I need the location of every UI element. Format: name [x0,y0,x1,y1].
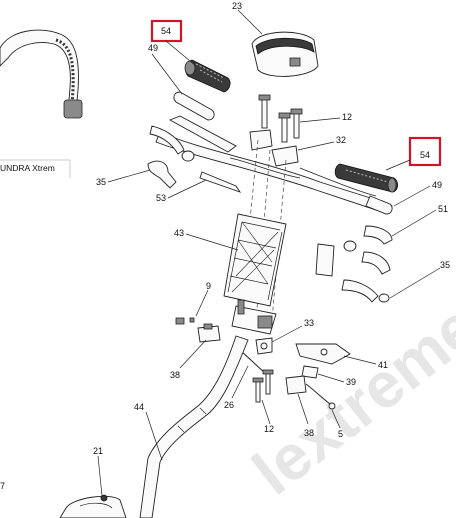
handle-loop-part [0,29,83,119]
cover-part-23 [251,31,319,77]
left-bar-end-49 [173,91,215,121]
bracket-33 [255,337,273,355]
switch-38-left [197,323,221,343]
callout-49-right: 49 [432,180,442,190]
callout-12-top: 12 [342,112,352,122]
callout-53: 53 [156,193,166,203]
part-39 [301,365,319,379]
callout-7: 7 [0,481,5,491]
bar-end-51 [363,225,393,245]
callout-9: 9 [206,281,211,291]
callout-54-right: 54 [420,150,430,160]
pad-43 [223,213,287,307]
bolt-9 [175,317,195,325]
callout-21: 21 [93,446,103,456]
bolts-lower [252,369,274,403]
callout-49-top: 49 [148,43,158,53]
plate-41 [295,343,351,365]
right-grip-part [334,163,398,193]
callout-35-right: 35 [440,260,450,270]
left-grip-part [184,59,231,93]
right-bar-end-49 [365,195,393,215]
switch-38-right [285,375,336,410]
callout-44: 44 [134,402,144,412]
base-21 [59,494,127,518]
steering-column-44 [139,335,249,518]
wire-26 [239,349,267,375]
callout-54-top: 54 [161,26,171,36]
strap-53 [199,171,242,193]
highlight-box-54-right [408,136,442,167]
callout-39: 39 [346,377,356,387]
callout-51: 51 [438,204,448,214]
callout-38-left: 38 [170,370,180,380]
model-caption: UNDRA Xtrem [0,163,55,173]
callout-26: 26 [224,400,234,410]
bolts-top [258,94,303,143]
callout-5: 5 [338,429,343,439]
callout-38-right: 38 [304,428,314,438]
column-mount [231,299,277,335]
handlebar-main [155,115,393,215]
hose-35-left [147,125,195,189]
right-small-parts [315,240,391,303]
callout-41: 41 [378,360,388,370]
callout-23: 23 [232,1,242,11]
callout-32: 32 [336,135,346,145]
clamp-32 [249,129,299,167]
callout-12-bottom: 12 [264,424,274,434]
callout-43: 43 [174,228,184,238]
callout-33: 33 [304,318,314,328]
callout-35-left: 35 [96,177,106,187]
